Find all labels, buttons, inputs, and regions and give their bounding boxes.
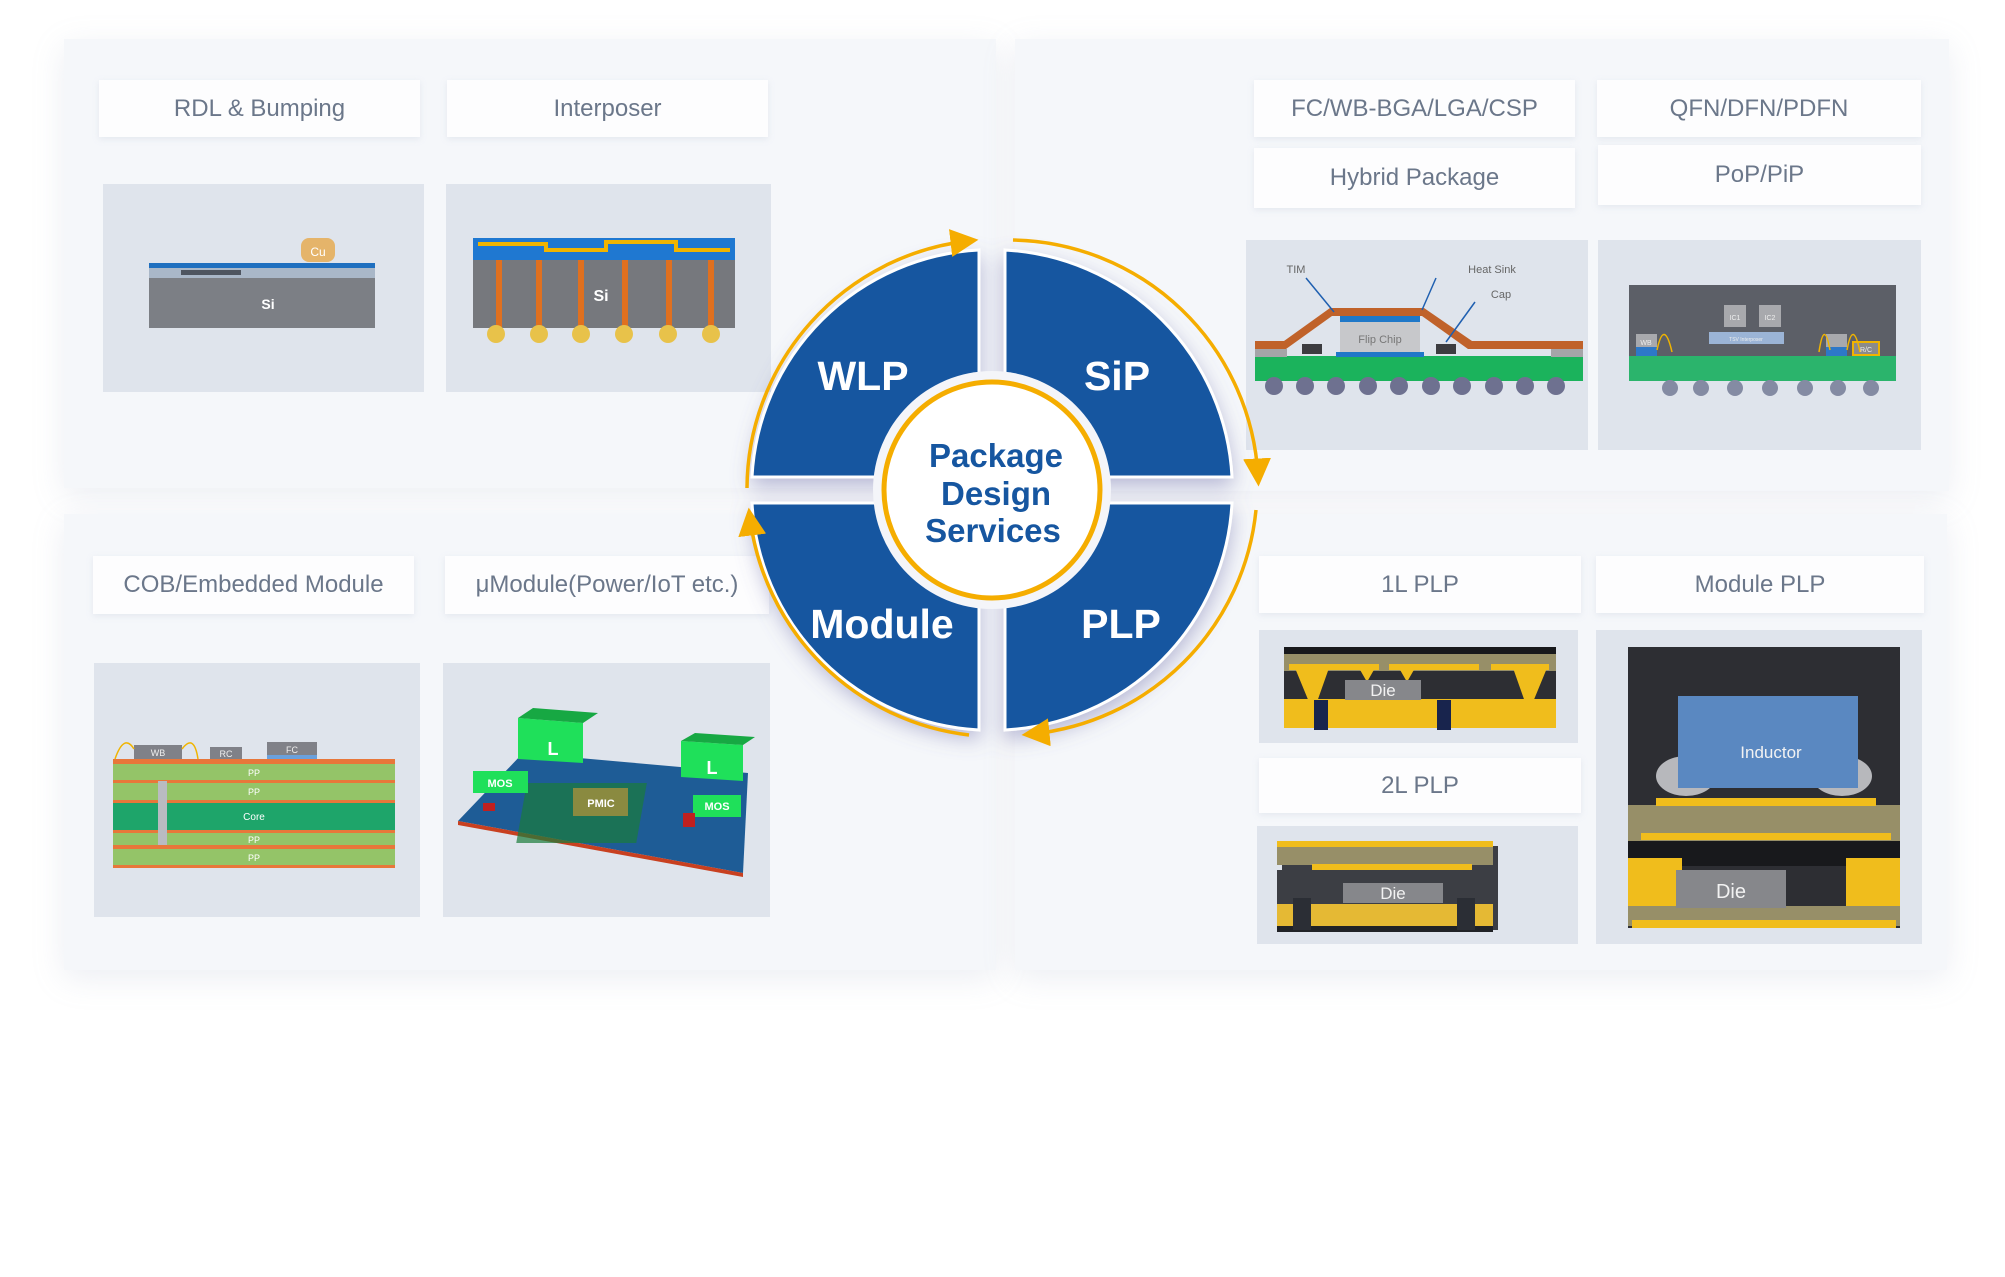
- tim-label: TIM: [1287, 264, 1306, 276]
- pp-label: PP: [248, 787, 260, 797]
- cap-label: Cap: [1491, 289, 1511, 301]
- tsv-interposer-label: TSV Interposer: [1729, 337, 1763, 343]
- mos-label: MOS: [704, 801, 729, 813]
- fc-package-diagram: Flip Chip TIM Heat Sink Cap: [1246, 240, 1588, 450]
- label-umodule: μModule(Power/IoT etc.): [445, 556, 769, 614]
- cu-label: Cu: [310, 245, 325, 259]
- umodule-diagram: L L MOS MOS PMIC: [443, 663, 770, 917]
- label-fc-wb-bga: FC/WB-BGA/LGA/CSP: [1254, 80, 1575, 137]
- inductor-label: Inductor: [1740, 743, 1802, 762]
- flip-chip-label: Flip Chip: [1358, 334, 1401, 346]
- 2l-plp-diagram: Die: [1257, 826, 1578, 944]
- pp-label: PP: [248, 853, 260, 863]
- pp-label: PP: [248, 768, 260, 778]
- die-label: Die: [1380, 884, 1406, 903]
- si-label: Si: [593, 288, 608, 305]
- cob-module-diagram: WB RC FC PP PP Core PP PP: [94, 663, 420, 917]
- wb-label: WB: [1640, 340, 1652, 347]
- interposer-diagram: Si: [446, 184, 771, 392]
- pop-pip-diagram: IC1 IC2 TSV Interposer WB R/C: [1598, 240, 1921, 450]
- label-pop-pip: PoP/PiP: [1598, 145, 1921, 205]
- si-label: Si: [261, 296, 274, 312]
- rc-label: R/C: [1860, 347, 1872, 354]
- wb-label: WB: [151, 748, 166, 758]
- inductor-l-label: L: [707, 758, 718, 778]
- label-hybrid-package: Hybrid Package: [1254, 148, 1575, 208]
- label-2l-plp: 2L PLP: [1259, 758, 1581, 813]
- module-plp-diagram: Inductor Die: [1596, 630, 1922, 944]
- die-label: Die: [1370, 681, 1396, 700]
- die-label: Die: [1716, 881, 1746, 903]
- inductor-l-label: L: [548, 739, 559, 759]
- label-qfn-dfn: QFN/DFN/PDFN: [1597, 80, 1921, 137]
- pmic-label: PMIC: [587, 798, 615, 810]
- heat-sink-label: Heat Sink: [1468, 264, 1516, 276]
- rdl-bumping-diagram: Cu Si: [103, 184, 424, 392]
- core-label: Core: [243, 812, 265, 823]
- fc-label: FC: [286, 745, 298, 755]
- pp-label: PP: [248, 835, 260, 845]
- rc-label: RC: [220, 749, 233, 759]
- label-cob-embedded: COB/Embedded Module: [93, 556, 414, 614]
- ic2-label: IC2: [1765, 315, 1776, 322]
- label-module-plp: Module PLP: [1596, 556, 1924, 613]
- ic1-label: IC1: [1730, 315, 1741, 322]
- 1l-plp-diagram: Die: [1259, 630, 1578, 743]
- label-1l-plp: 1L PLP: [1259, 556, 1581, 613]
- label-interposer: Interposer: [447, 80, 768, 137]
- label-rdl-bumping: RDL & Bumping: [99, 80, 420, 137]
- mos-label: MOS: [487, 778, 512, 790]
